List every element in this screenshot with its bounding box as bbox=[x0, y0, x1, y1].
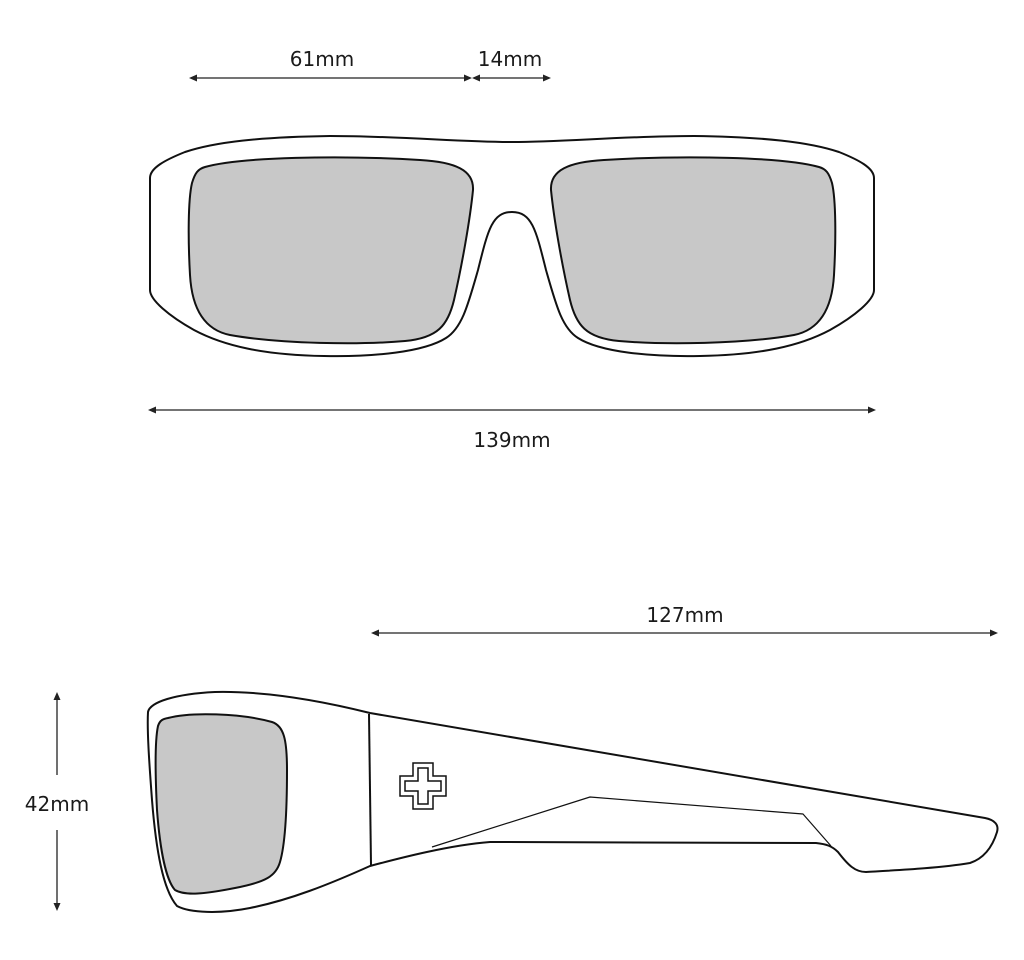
front-right-lens bbox=[549, 156, 837, 345]
total-width-label: 139mm bbox=[473, 428, 550, 452]
bridge-width-dimension: 14mm bbox=[472, 47, 551, 82]
side-view: 127mm 42mm bbox=[25, 603, 999, 913]
temple-length-dimension: 127mm bbox=[371, 603, 998, 637]
front-left-lens bbox=[187, 156, 475, 345]
lens-height-label: 42mm bbox=[25, 792, 89, 816]
temple-groove bbox=[431, 796, 832, 848]
hinge-line bbox=[368, 713, 372, 866]
front-view: 61mm 14mm 139mm bbox=[148, 47, 876, 452]
total-width-dimension: 139mm bbox=[148, 406, 876, 452]
side-lens bbox=[154, 713, 289, 895]
lens-width-dimension: 61mm bbox=[189, 47, 472, 82]
lens-width-label: 61mm bbox=[290, 47, 354, 71]
lens-height-dimension: 42mm bbox=[25, 692, 89, 911]
temple-length-label: 127mm bbox=[646, 603, 723, 627]
bridge-width-label: 14mm bbox=[478, 47, 542, 71]
spy-cross-logo-icon bbox=[399, 762, 447, 810]
